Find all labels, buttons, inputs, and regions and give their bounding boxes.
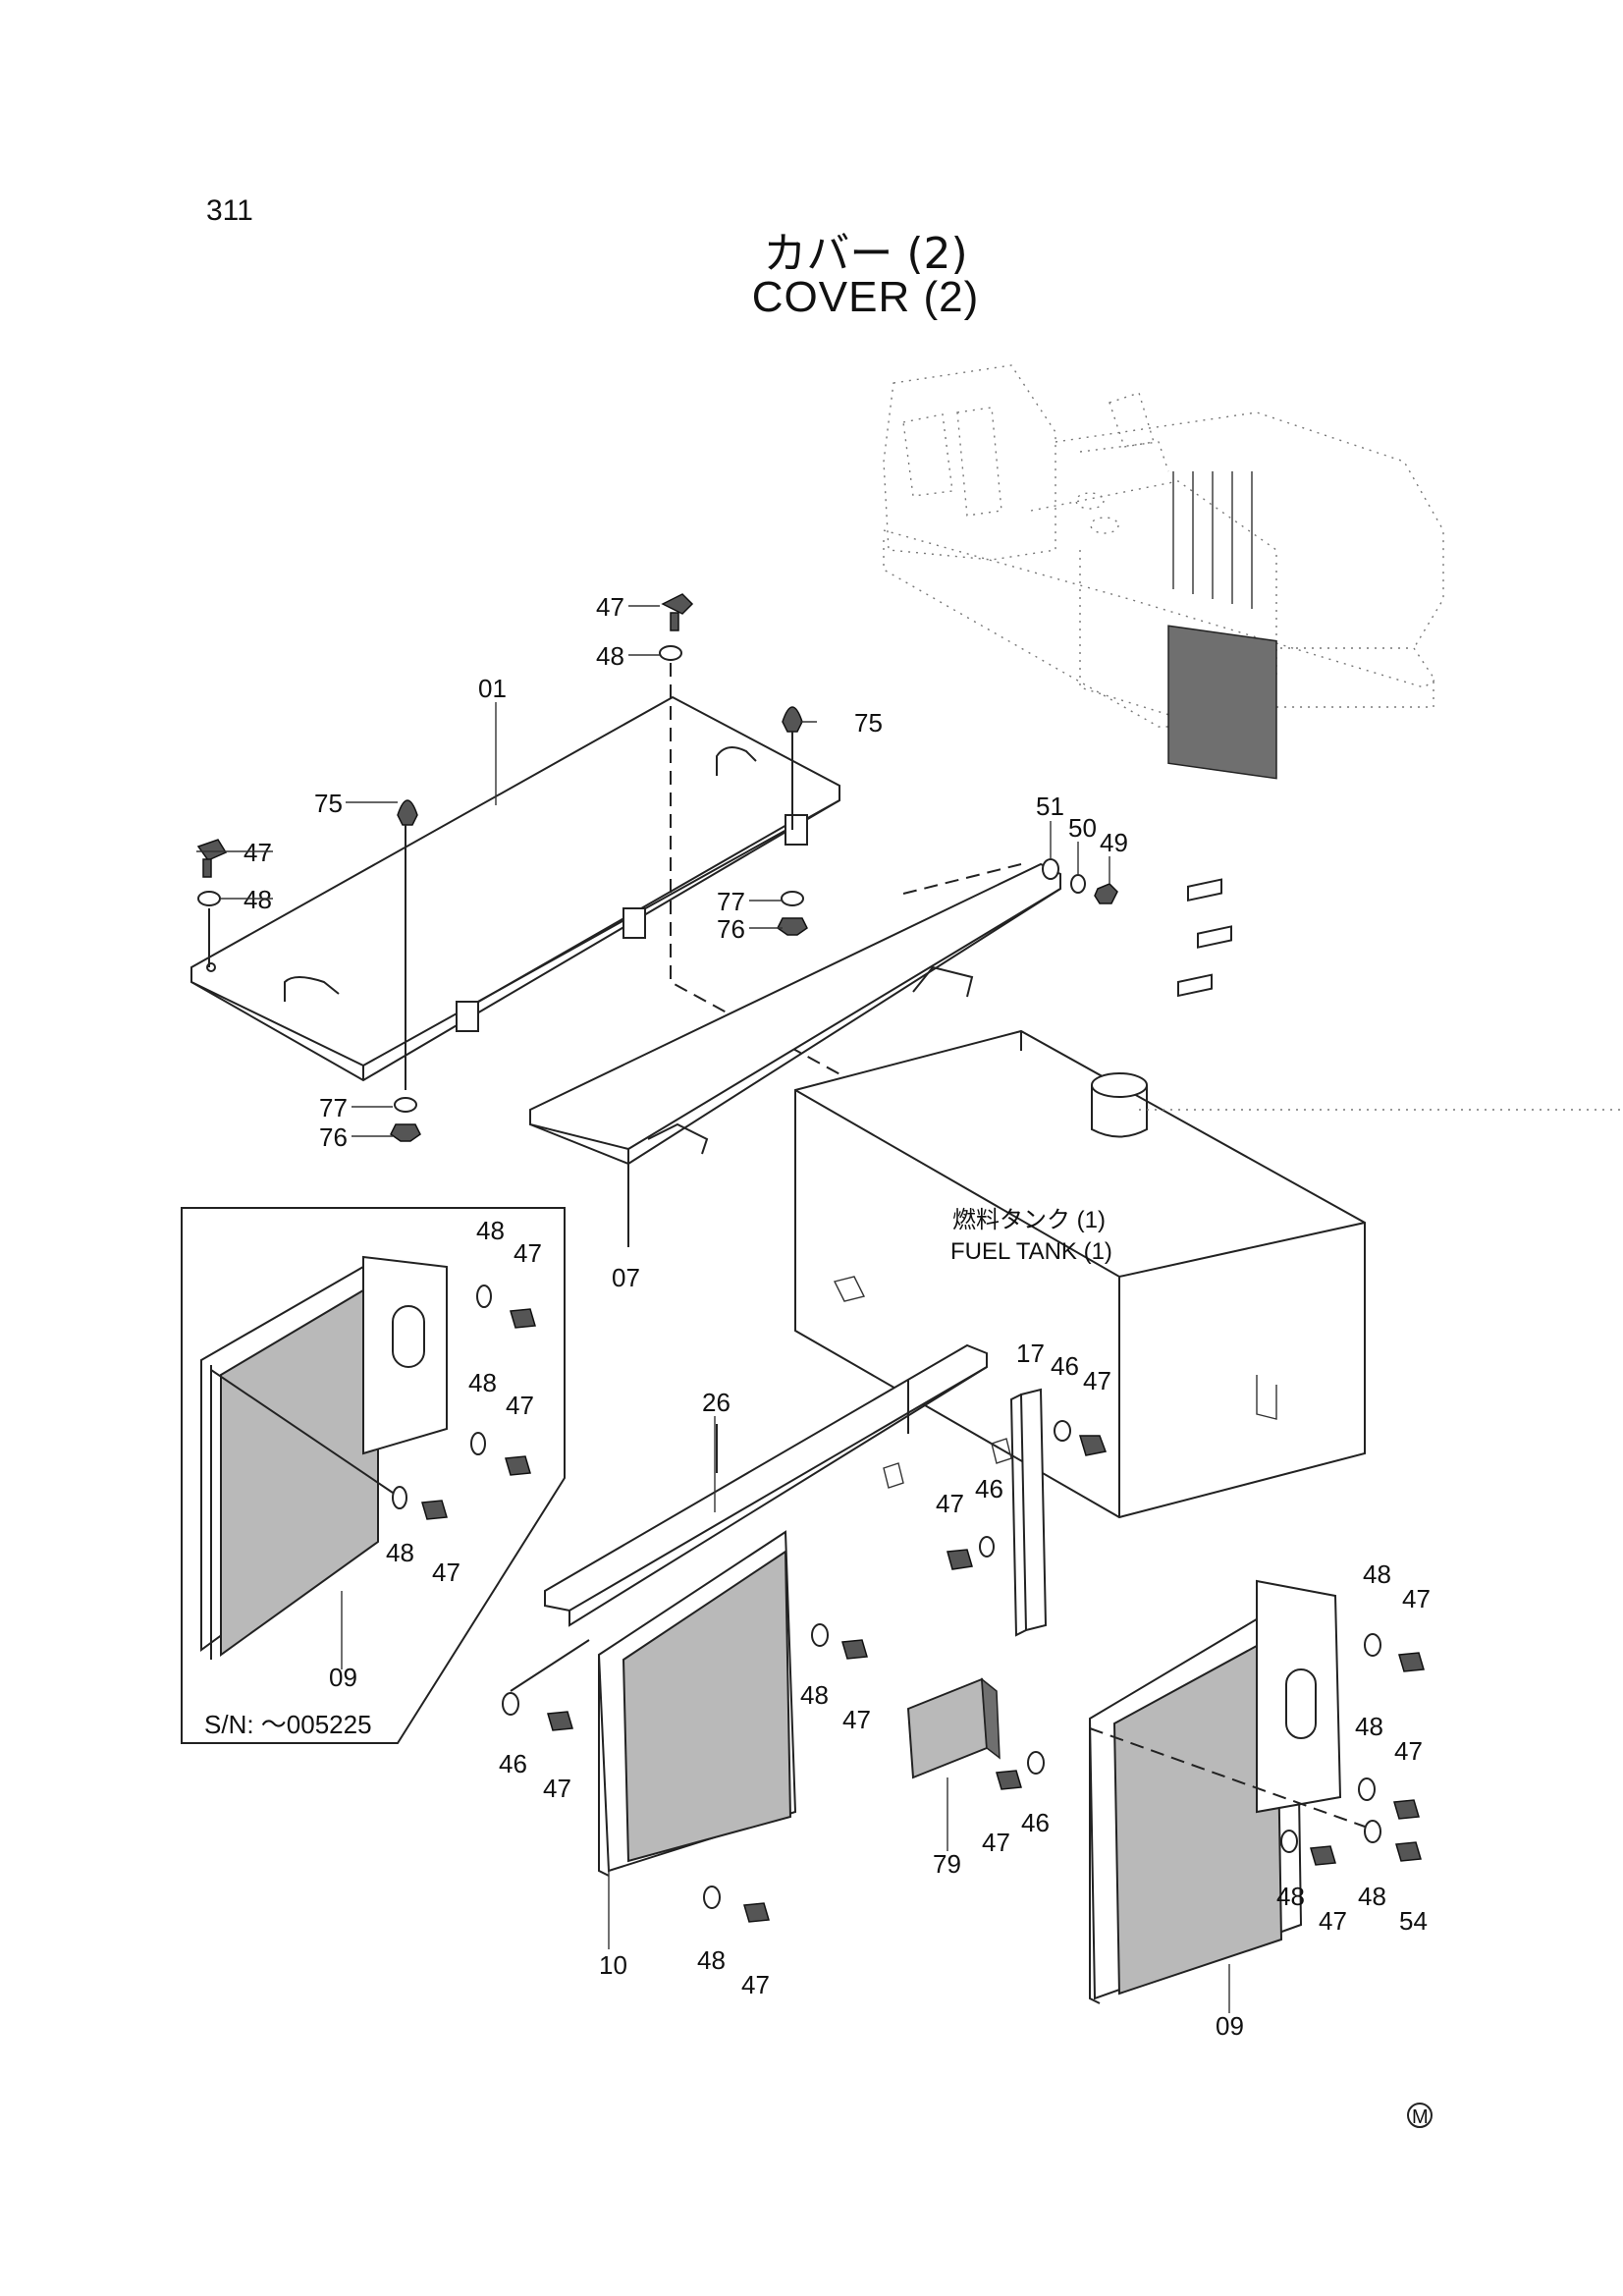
label-76: 76	[717, 914, 745, 944]
label-76: 76	[319, 1122, 348, 1152]
inset-label-48: 48	[468, 1368, 497, 1397]
label-47: 47	[936, 1489, 964, 1518]
part-labels: 47 48 01 75 75 47 48 77 76 77 76 07 51 5…	[243, 592, 1431, 2041]
label-09: 09	[1216, 2011, 1244, 2041]
leader-lines	[196, 605, 1230, 2013]
label-77: 77	[319, 1093, 348, 1122]
block-79	[906, 1677, 1045, 1790]
label-79: 79	[933, 1849, 961, 1879]
top-cover-01	[190, 695, 840, 1082]
label-17: 17	[1016, 1339, 1045, 1368]
label-46: 46	[1051, 1351, 1079, 1381]
label-46: 46	[1021, 1808, 1050, 1837]
m-mark: M	[1412, 2106, 1429, 2128]
excavator-overview	[883, 364, 1444, 780]
label-51: 51	[1036, 792, 1064, 821]
label-75: 75	[314, 789, 343, 818]
inset-serial-number: S/N: ～005225	[204, 1710, 372, 1739]
label-77: 77	[717, 887, 745, 916]
label-47: 47	[842, 1705, 871, 1734]
label-46: 46	[975, 1474, 1003, 1503]
label-50: 50	[1068, 813, 1097, 843]
label-47: 47	[596, 592, 624, 622]
inset-label-48: 48	[386, 1538, 414, 1567]
panel-09-right	[1088, 1579, 1425, 2004]
label-10: 10	[599, 1950, 627, 1980]
label-48: 48	[596, 641, 624, 671]
callout-fuel-tank-jp: 燃料タンク (1)	[952, 1207, 1106, 1233]
label-47: 47	[741, 1970, 770, 1999]
inset-label-09: 09	[329, 1663, 357, 1692]
label-47: 47	[543, 1774, 571, 1803]
label-48: 48	[1276, 1882, 1305, 1911]
label-48: 48	[697, 1945, 726, 1975]
inset-label-47: 47	[514, 1238, 542, 1268]
inset-label-48: 48	[476, 1216, 505, 1245]
label-48: 48	[1363, 1559, 1391, 1589]
label-54: 54	[1399, 1906, 1428, 1936]
inset-label-47: 47	[432, 1558, 460, 1587]
inset-label-47: 47	[506, 1391, 534, 1420]
title-english: COVER (2)	[751, 273, 980, 321]
top-cover-hardware	[196, 593, 870, 1142]
label-47: 47	[982, 1828, 1010, 1857]
label-01: 01	[478, 674, 507, 703]
label-47: 47	[1402, 1584, 1431, 1613]
label-47: 47	[1083, 1366, 1111, 1395]
bracket-17	[1009, 1388, 1048, 1637]
label-48: 48	[800, 1680, 829, 1710]
label-26: 26	[702, 1388, 730, 1417]
label-49: 49	[1100, 828, 1128, 857]
page-number: 311	[206, 194, 253, 227]
hardware-49-50-51	[1042, 858, 1118, 904]
inset-box: S/N: ～005225	[181, 1207, 566, 1744]
label-75: 75	[854, 708, 883, 738]
label-47: 47	[243, 838, 272, 867]
panel-10	[502, 1530, 868, 1923]
label-46: 46	[499, 1749, 527, 1778]
bracket-26	[544, 1343, 988, 1627]
m-mark-circle	[1407, 2103, 1433, 2128]
label-47: 47	[1319, 1906, 1347, 1936]
fuel-tank	[794, 878, 1623, 1519]
label-47: 47	[1394, 1736, 1423, 1766]
label-48: 48	[1358, 1882, 1386, 1911]
cover-07	[529, 862, 1061, 1247]
label-07: 07	[612, 1263, 640, 1292]
callout-fuel-tank-en: FUEL TANK (1)	[950, 1238, 1112, 1265]
hardware-17	[947, 1420, 1108, 1570]
label-48: 48	[1355, 1712, 1383, 1741]
title-japanese: カバー (2)	[763, 229, 968, 279]
label-48: 48	[243, 885, 272, 914]
